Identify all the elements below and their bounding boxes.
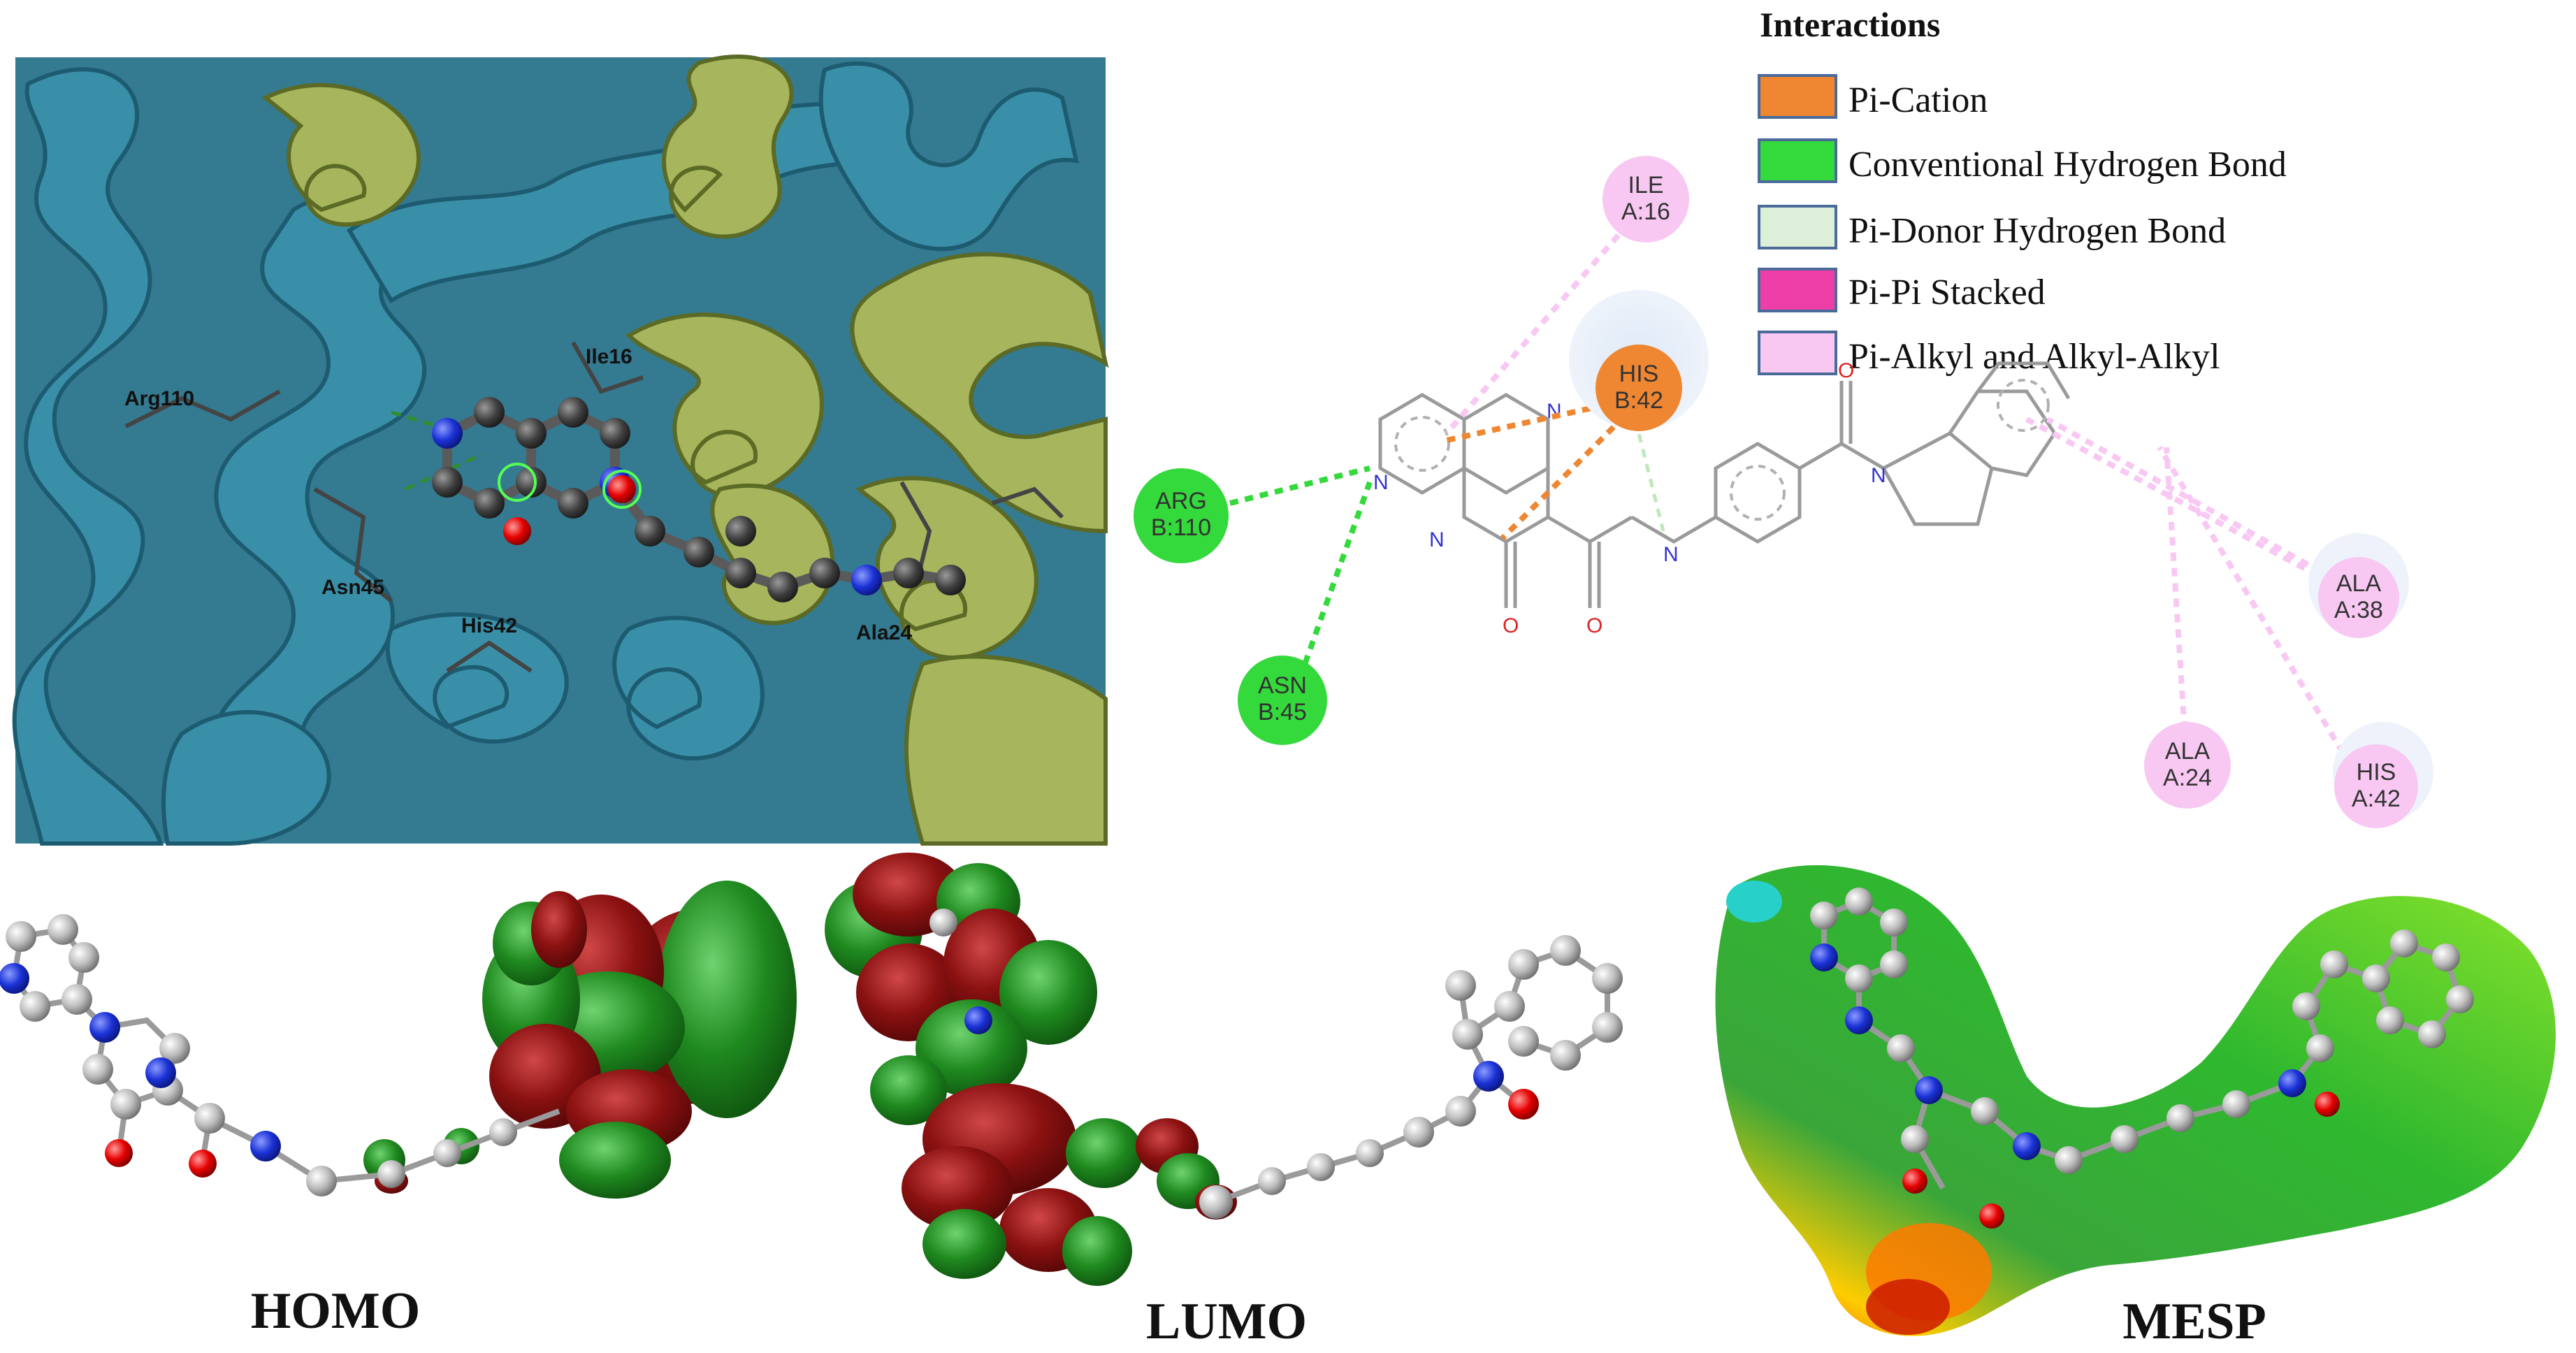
lumo-orbital-lobes <box>825 853 1237 1286</box>
mesp-atoms <box>1810 888 2474 1229</box>
residue-ala-a38-id: A:38 <box>2334 597 2383 623</box>
residue-arg-b110: ARG B:110 <box>1134 468 1229 563</box>
residue-bubbles: ILE A:16 HIS B:42 ARG B:110 ASN B:45 <box>1134 156 2433 828</box>
residue-his-b42-name: HIS <box>1619 361 1659 387</box>
homo-label: HOMO <box>251 1282 421 1340</box>
residue-asn-b45: ASN B:45 <box>1238 656 1327 745</box>
aromatic-inner-rings <box>1394 379 2050 521</box>
atom-label-n-amide: N <box>1663 543 1679 566</box>
lumo-label: LUMO <box>1146 1293 1307 1350</box>
homo-panel: HOMO <box>0 881 797 1340</box>
legend-item-pi-cation: Pi-Cation <box>1758 74 1988 120</box>
legend-label-pi-cation: Pi-Cation <box>1848 80 1988 120</box>
residue-ile-a16-id: A:16 <box>1621 198 1670 225</box>
legend-label-conventional-hbond: Conventional Hydrogen Bond <box>1848 145 2287 184</box>
residue-arg-b110-name: ARG <box>1155 488 1207 514</box>
residue-ala-a24-name: ALA <box>2165 738 2210 765</box>
legend-label-pi-alkyl: Pi-Alkyl and Alkyl-Alkyl <box>1848 337 2220 377</box>
residue-ala-a24-id: A:24 <box>2163 765 2212 791</box>
mesp-surface <box>1715 864 2556 1336</box>
interaction-legend: Interactions Pi-Cation Conventional Hydr… <box>1758 5 2287 377</box>
atom-label-o-amide: O <box>1586 614 1602 637</box>
residue-ala-a24: ALA A:24 <box>2144 722 2231 809</box>
residue-his-a42-id: A:42 <box>2352 786 2401 812</box>
ligand-3d <box>432 397 966 602</box>
residue-his-a42-name: HIS <box>2357 759 2396 786</box>
residue-ile-a16-name: ILE <box>1628 172 1663 198</box>
atom-label-n-pyrazine-top: N <box>1547 400 1562 423</box>
residue-his-a42: HIS A:42 <box>2333 722 2433 828</box>
legend-swatch-conventional-hbond <box>1758 138 1837 183</box>
atom-label-o-ketone: O <box>1838 359 1854 382</box>
residue-ile-a16: ILE A:16 <box>1602 156 1689 243</box>
atom-label-o-ring: O <box>1503 614 1519 637</box>
residue-label-arg110: Arg110 <box>124 387 194 410</box>
atom-label-n-pyridine: N <box>1373 471 1389 494</box>
ligand-2d-structure <box>1378 361 2071 608</box>
atom-label-n-indoline: N <box>1871 464 1886 487</box>
legend-item-pi-donor-hbond: Pi-Donor Hydrogen Bond <box>1758 205 2226 251</box>
residue-asn-b45-name: ASN <box>1258 672 1307 699</box>
residue-his-b42-id: B:42 <box>1614 387 1663 414</box>
residue-label-his42: His42 <box>461 614 517 637</box>
residue-labels-3d: Arg110 Ile16 Asn45 His42 Ala24 <box>124 345 912 644</box>
legend-swatch-pi-alkyl <box>1758 331 1837 375</box>
legend-item-conventional-hbond: Conventional Hydrogen Bond <box>1758 138 2287 184</box>
docking-3d-panel: Arg110 Ile16 Asn45 His42 Ala24 <box>12 55 1109 846</box>
homo-atoms <box>0 914 517 1196</box>
homo-orbital-lobes <box>363 881 797 1199</box>
residue-asn-b45-id: B:45 <box>1258 699 1307 725</box>
legend-title: Interactions <box>1760 5 1940 44</box>
residue-label-ala24: Ala24 <box>856 621 912 644</box>
ribbon-chain-b <box>261 55 1109 846</box>
mesp-panel: MESP <box>1715 864 2556 1350</box>
lumo-molecule <box>1215 947 1610 1205</box>
lumo-atoms <box>929 909 1623 1219</box>
legend-item-pi-pi-stacked: Pi-Pi Stacked <box>1758 268 2046 312</box>
interaction-2d-panel: Interactions Pi-Cation Conventional Hydr… <box>1111 5 2509 844</box>
residue-label-asn45: Asn45 <box>321 576 384 599</box>
atom-label-n-pyrazine-bottom: N <box>1429 528 1445 551</box>
residue-label-ile16: Ile16 <box>586 345 632 368</box>
legend-item-pi-alkyl: Pi-Alkyl and Alkyl-Alkyl <box>1758 331 2220 377</box>
legend-swatch-pi-cation <box>1758 74 1837 119</box>
ribbon-chain-a <box>12 62 1079 846</box>
residue-ala-a38-name: ALA <box>2336 570 2382 597</box>
legend-label-pi-pi-stacked: Pi-Pi Stacked <box>1848 273 2046 312</box>
mesp-label: MESP <box>2122 1293 2266 1350</box>
residue-arg-b110-id: B:110 <box>1151 514 1211 541</box>
legend-label-pi-donor-hbond: Pi-Donor Hydrogen Bond <box>1848 211 2226 251</box>
lumo-panel: LUMO <box>825 853 1623 1350</box>
residue-his-b42: HIS B:42 <box>1569 290 1709 431</box>
legend-swatch-pi-donor-hbond <box>1758 205 1837 249</box>
residue-ala-a38: ALA A:38 <box>2308 533 2409 638</box>
legend-swatch-pi-pi-stacked <box>1758 268 1837 312</box>
